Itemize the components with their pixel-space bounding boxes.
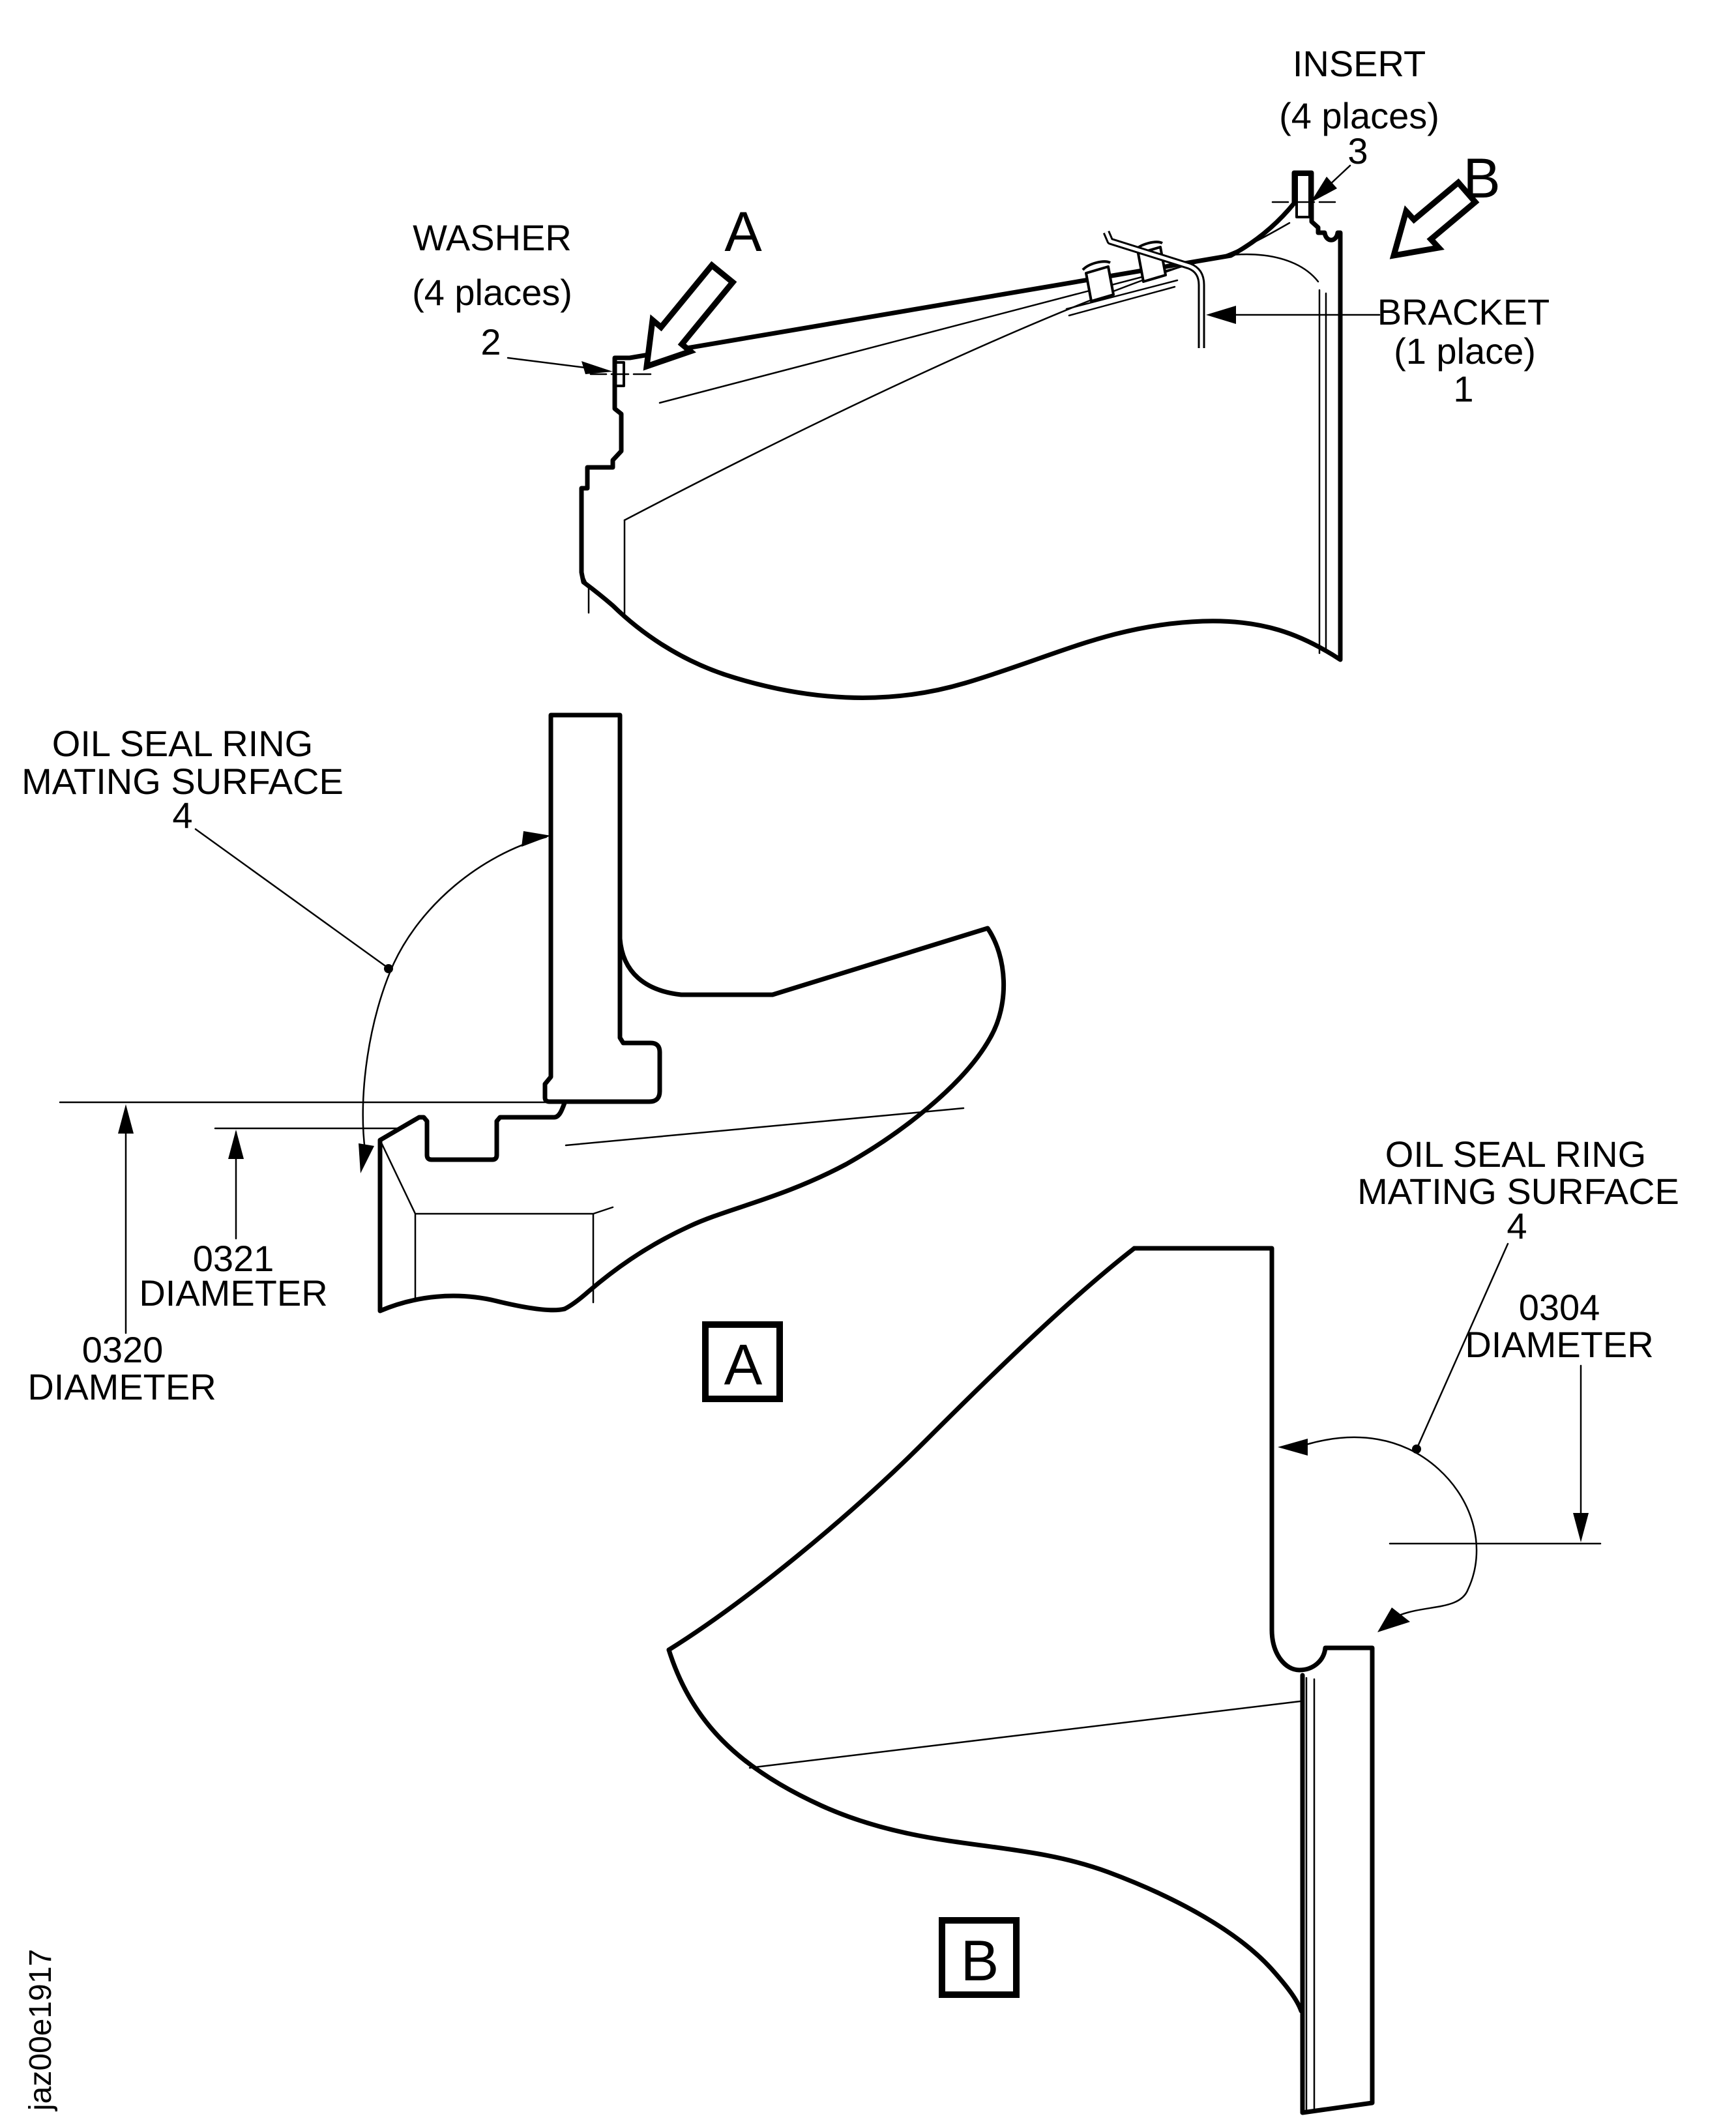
detail-b-wall-outline [1132, 1246, 1375, 2115]
oil-seal-b-arrowhead-bottom-icon [1377, 1607, 1410, 1632]
dim-0304-value: 0304 [1519, 1287, 1600, 1328]
detail-b-band-inner-lines [1305, 1677, 1316, 2111]
view-direction-arrow-a-icon [643, 261, 737, 371]
insert-leader-arrowhead-icon [1310, 177, 1337, 203]
dim-0320-label: DIAMETER [27, 1366, 216, 1407]
insert-part [1295, 173, 1311, 218]
detail-b-view: OIL SEAL RING MATING SURFACE 4 0304 DIAM… [666, 1134, 1679, 2115]
oil-seal-a-label-line2: MATING SURFACE [22, 761, 344, 802]
section-box-a [702, 1321, 783, 1402]
dim-0321-value: 0321 [193, 1238, 274, 1279]
oil-seal-b-label-line2: MATING SURFACE [1357, 1171, 1679, 1212]
washer-leader-arrowhead-icon [581, 361, 613, 374]
detail-a-far-edge-line [565, 1107, 965, 1147]
oil-seal-a-arrowhead-top-icon [522, 831, 551, 847]
right-wall-inner-lines [1318, 289, 1327, 654]
detail-a-hub-inner-lines [379, 1139, 614, 1304]
retaining-strip [1065, 279, 1179, 317]
insert-leader-line [1329, 164, 1351, 186]
detail-a-flange-outline [542, 712, 662, 1104]
detail-b-upper-break [666, 1246, 1137, 1652]
section-letter-a: A [724, 1332, 763, 1397]
view-letter-a: A [724, 201, 762, 263]
oil-seal-a-arc-leader [362, 836, 548, 1152]
dim-0320-arrowhead-icon [118, 1104, 134, 1134]
main-view: WASHER (4 places) 2 INSERT (4 places) 3 … [412, 43, 1550, 700]
detail-b-lower-break [666, 1647, 1304, 2014]
section-letter-b: B [961, 1928, 999, 1993]
oil-seal-b-label-line1: OIL SEAL RING [1385, 1134, 1646, 1175]
bracket-part-core [1104, 231, 1203, 348]
main-housing-outline [579, 170, 1343, 700]
cone-inner-curve [623, 253, 1319, 521]
detail-a-view: 0320 DIAMETER 0321 DIAMETER OIL SEAL RIN… [22, 712, 1006, 1407]
insert-label-line1: INSERT [1293, 43, 1426, 84]
oil-seal-b-leader-line [1415, 1242, 1509, 1450]
washer-label-line1: WASHER [413, 217, 572, 258]
view-letter-b: B [1463, 147, 1500, 210]
washer-leader-line [507, 357, 587, 369]
oil-seal-b-arc-leader [1305, 1436, 1478, 1616]
oil-seal-a-item-number: 4 [172, 795, 192, 836]
washer-label-line2: (4 places) [412, 272, 572, 313]
dim-0320-value: 0320 [82, 1329, 164, 1370]
dim-0321-label: DIAMETER [139, 1272, 327, 1313]
hub-inner-lines [580, 519, 626, 617]
web-clip-1-cap [1081, 260, 1111, 271]
detail-a-hub-outline [377, 1100, 567, 1313]
dim-0321-arrowhead-icon [228, 1130, 244, 1159]
figure-id: jaz00e1917 [23, 1949, 58, 2112]
oil-seal-a-label-line1: OIL SEAL RING [52, 723, 313, 764]
insert-item-number: 3 [1347, 130, 1368, 171]
washer-item-number: 2 [480, 321, 501, 362]
detail-b-far-edge-line [748, 1700, 1301, 1769]
insert-label-line2: (4 places) [1279, 95, 1439, 136]
oil-seal-b-item-number: 4 [1507, 1205, 1527, 1246]
bracket-label-line1: BRACKET [1377, 291, 1550, 332]
bracket-label-line2: (1 place) [1394, 330, 1536, 372]
dim-0304-arrowhead-icon [1573, 1513, 1589, 1542]
bracket-leader-arrowhead-icon [1206, 306, 1236, 324]
oil-seal-a-arrowhead-bottom-icon [359, 1143, 374, 1173]
view-direction-arrow-b-icon [1389, 178, 1480, 259]
section-box-b [939, 1917, 1020, 1998]
bracket-item-number: 1 [1453, 368, 1473, 409]
oil-seal-a-leader-line [194, 828, 389, 969]
oil-seal-b-arrowhead-left-icon [1278, 1439, 1308, 1456]
dim-0304-label: DIAMETER [1465, 1324, 1653, 1365]
detail-a-break-outline [562, 926, 1006, 1312]
web-clip-1 [1085, 265, 1115, 302]
